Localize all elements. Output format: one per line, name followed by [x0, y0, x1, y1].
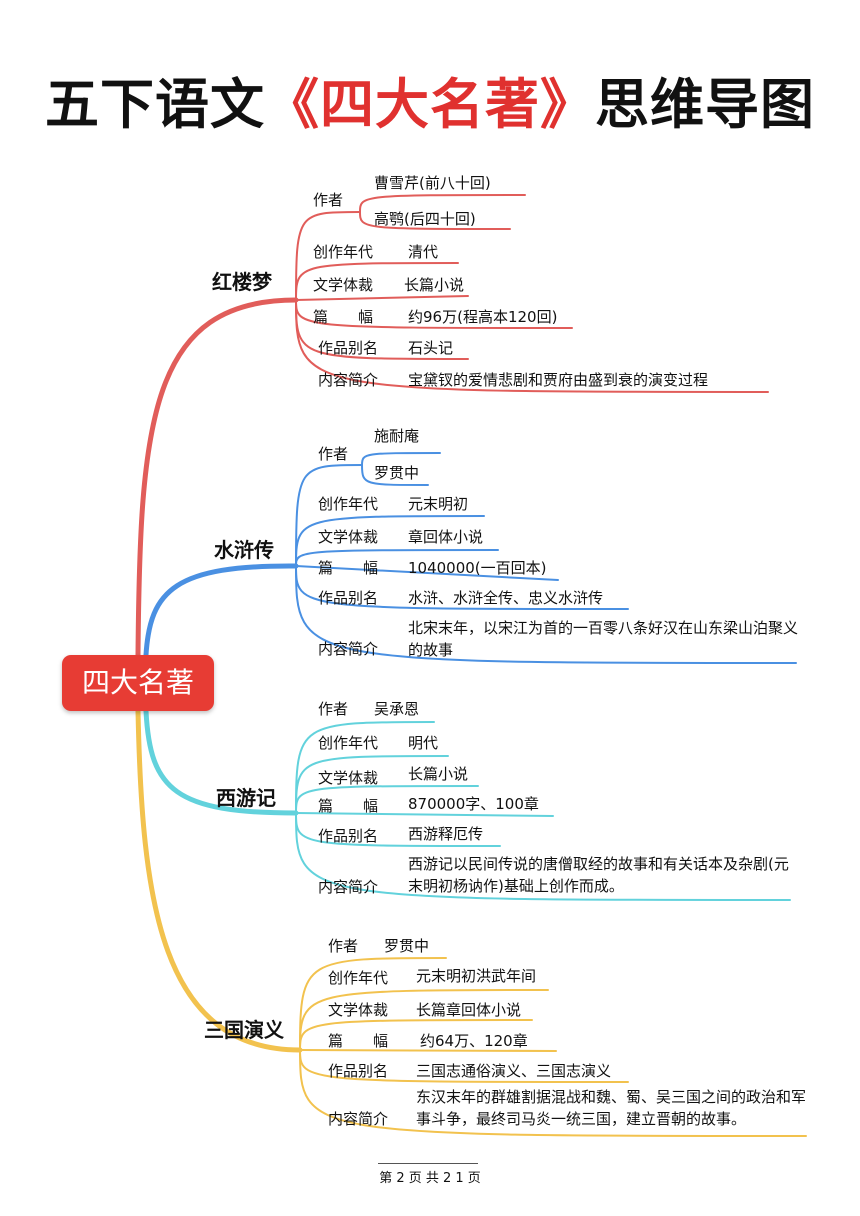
era-value: 清代: [408, 243, 439, 261]
alias-value: 西游释厄传: [408, 825, 484, 843]
era-value: 元末明初洪武年间: [416, 967, 537, 985]
alias-label: 作品别名: [328, 1062, 389, 1080]
summary-value: 东汉末年的群雄割据混战和魏、蜀、吴三国之间的政治和军事斗争，最终司马炎一统三国，…: [416, 1088, 807, 1128]
branch-xiyouji: [143, 708, 299, 816]
author-value: 吴承恩: [374, 700, 420, 718]
era-label: 创作年代: [328, 969, 389, 987]
genre-value: 长篇章回体小说: [416, 1001, 522, 1019]
alias-label: 作品别名: [318, 339, 379, 357]
genre-value: 长篇小说: [404, 276, 465, 294]
genre-label: 文学体裁: [318, 528, 379, 546]
footer-divider: [378, 1163, 478, 1164]
book-hongloumeng: 红楼梦: [212, 270, 272, 294]
length-label: 篇 幅: [313, 308, 374, 326]
author-value: 高鹗(后四十回): [374, 210, 476, 228]
genre-label: 文学体裁: [318, 769, 379, 787]
book-xiyouji: 西游记: [216, 786, 276, 810]
genre-value: 长篇小说: [408, 765, 469, 783]
author-value: 施耐庵: [374, 427, 420, 445]
book-sanguo: 三国演义: [204, 1018, 284, 1042]
branch-hongloumeng: [135, 297, 299, 658]
length-label: 篇 幅: [318, 797, 379, 815]
era-value: 元末明初: [408, 495, 469, 513]
author-label: 作者: [313, 191, 344, 209]
era-value: 明代: [408, 734, 439, 752]
alias-value: 石头记: [408, 339, 454, 357]
summary-value: 宝黛钗的爱情悲剧和贾府由盛到衰的演变过程: [408, 371, 709, 389]
author-value: 曹雪芹(前八十回): [374, 174, 491, 192]
alias-label: 作品别名: [318, 589, 379, 607]
summary-label: 内容简介: [318, 640, 379, 658]
length-value: 1040000(一百回本): [408, 559, 547, 577]
era-label: 创作年代: [318, 495, 379, 513]
summary-label: 内容简介: [318, 371, 379, 389]
length-value: 约96万(程高本120回): [408, 308, 558, 326]
root-node: 四大名著: [62, 655, 214, 711]
author-label: 作者: [318, 700, 349, 718]
book-shuihuzhuan: 水浒传: [214, 538, 274, 562]
summary-value: 西游记以民间传说的唐僧取经的故事和有关话本及杂剧(元末明初杨讷作)基础上创作而成…: [408, 855, 789, 895]
length-label: 篇 幅: [318, 559, 379, 577]
era-label: 创作年代: [318, 734, 379, 752]
summary-label: 内容简介: [328, 1110, 389, 1128]
alias-value: 水浒、水浒全传、忠义水浒传: [408, 589, 604, 607]
era-label: 创作年代: [313, 243, 374, 261]
branch-sanguo: [135, 708, 303, 1053]
genre-value: 章回体小说: [408, 528, 484, 546]
alias-label: 作品别名: [318, 827, 379, 845]
author-value: 罗贯中: [384, 937, 430, 955]
alias-value: 三国志通俗演义、三国志演义: [416, 1062, 612, 1080]
author-label: 作者: [328, 937, 359, 955]
genre-label: 文学体裁: [313, 276, 374, 294]
page-title: 五下语文《四大名著》思维导图: [45, 73, 815, 136]
branch-shuihuzhuan: [143, 563, 299, 658]
summary-label: 内容简介: [318, 878, 379, 896]
page-number: 第 2 页 共 2 1 页: [379, 1171, 481, 1186]
genre-label: 文学体裁: [328, 1001, 389, 1019]
summary-value: 北宋末年，以宋江为首的一百零八条好汉在山东梁山泊聚义的故事: [408, 619, 799, 659]
length-value: 约64万、120章: [420, 1032, 528, 1050]
author-label: 作者: [318, 445, 349, 463]
length-label: 篇 幅: [328, 1032, 389, 1050]
author-value: 罗贯中: [374, 464, 420, 482]
length-value: 870000字、100章: [408, 795, 539, 813]
